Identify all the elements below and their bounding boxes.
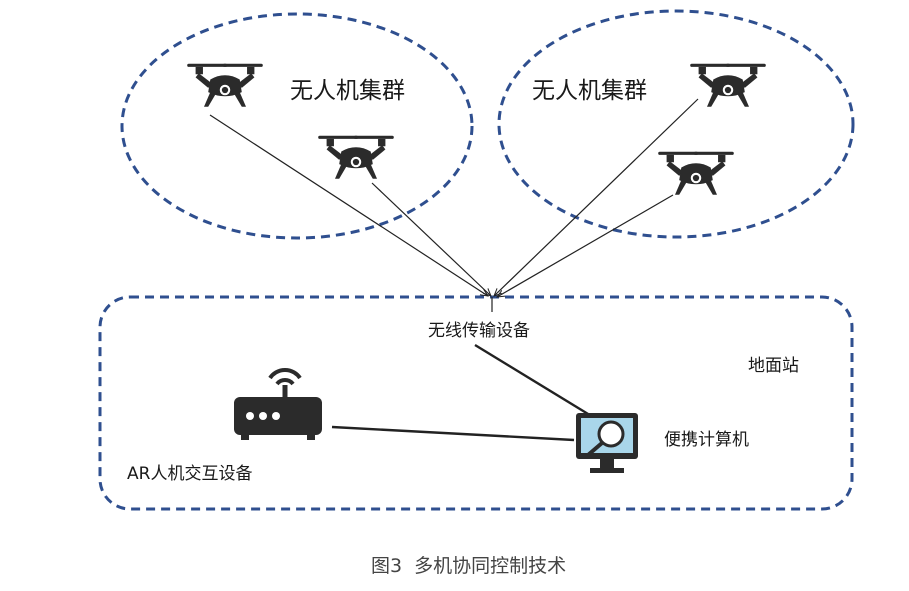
laptop-label: 便携计算机 xyxy=(664,430,749,450)
ground-station-label: 地面站 xyxy=(748,356,799,376)
cluster-label-left: 无人机集群 xyxy=(290,78,405,104)
wireless-device-label: 无线传输设备 xyxy=(428,321,530,341)
link-wireless-laptop xyxy=(474,343,594,419)
drone-icon xyxy=(658,151,734,195)
link-drone-3 xyxy=(494,98,699,296)
link-router-laptop xyxy=(331,425,575,442)
link-drone-1 xyxy=(209,114,488,296)
router-icon xyxy=(234,368,322,440)
cluster-right-outline xyxy=(497,9,855,239)
monitor-search-icon xyxy=(576,413,638,473)
link-drone-4 xyxy=(497,194,674,297)
figure-caption: 图3 多机协同控制技术 xyxy=(371,555,566,577)
cluster-label-right: 无人机集群 xyxy=(532,78,647,104)
drone-icon xyxy=(690,63,766,107)
cluster-left-outline xyxy=(120,12,474,240)
link-drone-2 xyxy=(371,182,491,296)
ground-station-outline xyxy=(98,295,854,511)
ar-device-label: AR人机交互设备 xyxy=(127,464,252,484)
drone-icon xyxy=(187,63,263,107)
drone-icon xyxy=(318,135,394,179)
